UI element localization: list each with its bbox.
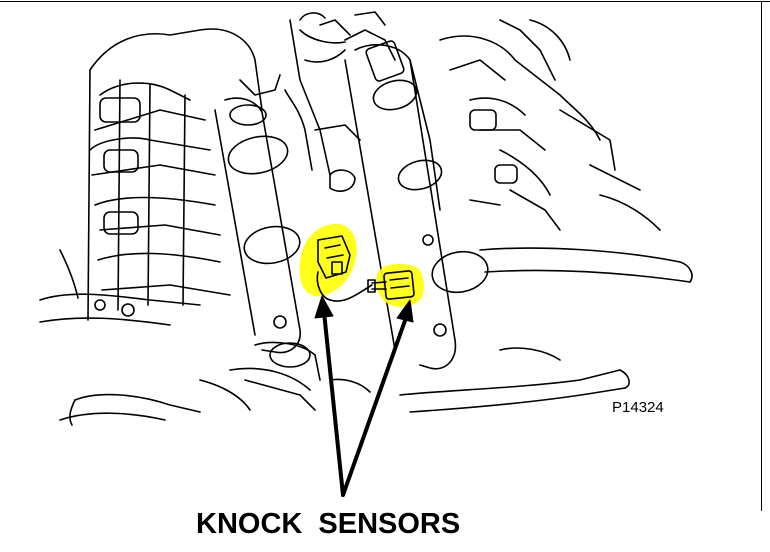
right-engine-bank xyxy=(439,19,693,283)
knock-sensor-highlights xyxy=(299,223,424,307)
lower-hoses xyxy=(59,341,630,426)
left-sensor-highlight xyxy=(299,223,357,297)
left-engine-bank xyxy=(39,28,263,326)
diagram-caption: KNOCK SENSORS xyxy=(196,508,461,540)
engine-valley xyxy=(289,11,405,192)
right-sensor-highlight xyxy=(375,263,424,307)
connector-icon xyxy=(367,270,415,300)
top-border xyxy=(0,1,770,2)
figure-id: P14324 xyxy=(612,399,664,416)
knock-sensor-icon xyxy=(316,235,373,302)
right-border xyxy=(761,1,762,511)
left-intake-manifold xyxy=(214,74,313,354)
pointer-arrow-icon xyxy=(314,295,414,497)
right-intake-manifold xyxy=(344,44,489,370)
